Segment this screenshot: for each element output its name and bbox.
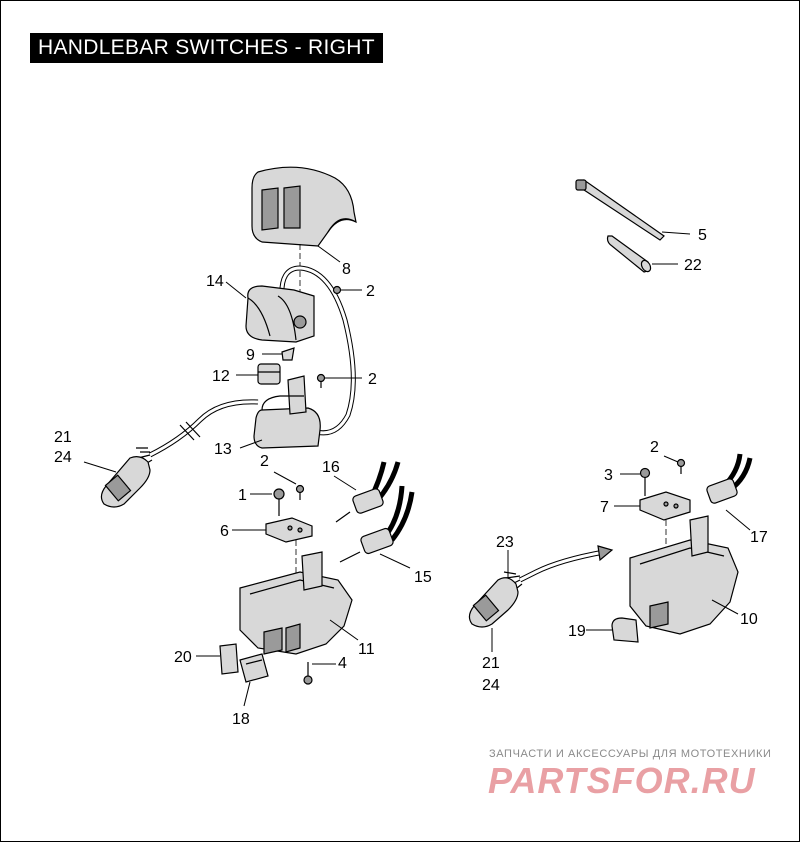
callout-13: 13 xyxy=(214,441,232,458)
right-switch-housing xyxy=(629,515,739,635)
callout-24: 24 xyxy=(54,449,72,466)
left-harness xyxy=(136,399,259,467)
callout-4: 4 xyxy=(338,655,347,672)
leader-lines xyxy=(83,231,751,707)
lower-switch-module xyxy=(253,375,321,449)
screw-upper xyxy=(332,285,342,295)
button-20 xyxy=(219,643,239,675)
switch-module xyxy=(245,285,315,343)
callout-24: 24 xyxy=(482,677,500,694)
callout-12: 12 xyxy=(212,368,230,385)
watermark-tagline: ЗАПЧАСТИ И АКСЕССУАРЫ ДЛЯ МОТОТЕХНИКИ xyxy=(489,748,772,760)
callout-2: 2 xyxy=(368,371,377,388)
watermark-logo: PARTSFOR.RU xyxy=(488,760,756,801)
right-multipin-connector xyxy=(468,577,519,628)
small-insert-part xyxy=(281,347,295,361)
screw-2-lower-left xyxy=(295,484,305,500)
screw-2-right xyxy=(676,458,686,474)
button-18 xyxy=(239,653,269,683)
left-multipin-connector xyxy=(100,456,151,508)
switch-actuator-17 xyxy=(706,453,753,504)
callout-21: 21 xyxy=(482,655,500,672)
callout-10: 10 xyxy=(740,611,758,628)
switch-module-wiring xyxy=(279,265,356,436)
callout-23: 23 xyxy=(496,534,514,551)
callout-2: 2 xyxy=(366,283,375,300)
callout-15: 15 xyxy=(414,569,432,586)
callout-6: 6 xyxy=(220,523,229,540)
callout-20: 20 xyxy=(174,649,192,666)
screw-4 xyxy=(303,662,313,685)
callout-1: 1 xyxy=(238,487,247,504)
right-harness xyxy=(503,545,614,593)
callout-17: 17 xyxy=(750,529,768,546)
callout-7: 7 xyxy=(600,499,609,516)
screw-1 xyxy=(273,488,285,516)
callout-3: 3 xyxy=(604,467,613,484)
cable-strap xyxy=(575,179,665,241)
screw-3 xyxy=(639,467,651,496)
small-connector xyxy=(257,363,281,385)
diagram-title: HANDLEBAR SWITCHES - RIGHT xyxy=(30,33,383,63)
callout-5: 5 xyxy=(698,227,707,244)
callout-9: 9 xyxy=(246,347,255,364)
callout-numbers: 8 2 14 9 12 2 21 24 13 2 16 1 6 15 11 20… xyxy=(54,227,768,728)
callout-22: 22 xyxy=(684,257,702,274)
callout-11: 11 xyxy=(358,641,375,658)
button-19 xyxy=(611,617,639,643)
callout-2: 2 xyxy=(650,439,659,456)
callout-19: 19 xyxy=(568,623,586,640)
callout-16: 16 xyxy=(322,459,340,476)
screw-middle xyxy=(316,373,326,388)
upper-switch-housing xyxy=(251,166,357,247)
callout-8: 8 xyxy=(342,261,351,278)
switch-actuator-15 xyxy=(339,485,415,563)
tube-sleeve xyxy=(606,235,652,273)
callout-2: 2 xyxy=(260,453,269,470)
callout-18: 18 xyxy=(232,711,250,728)
callout-21: 21 xyxy=(54,429,72,446)
switch-actuator-16 xyxy=(335,461,401,523)
callout-14: 14 xyxy=(206,273,224,290)
lower-switch-housing xyxy=(239,551,353,655)
clamp-plate-7 xyxy=(639,491,691,521)
clamp-plate-6 xyxy=(265,517,313,543)
